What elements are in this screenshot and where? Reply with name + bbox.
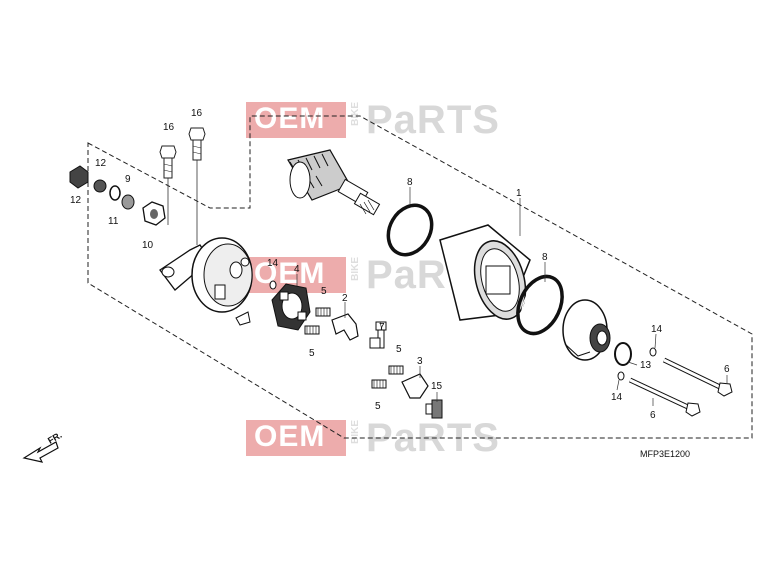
- brush-3: [401, 373, 429, 399]
- callout-12a: 12: [95, 158, 107, 169]
- front-indicator-label: FR.: [46, 430, 64, 446]
- callout-5a: 5: [321, 286, 327, 297]
- front-direction-arrow: FR.: [22, 430, 64, 463]
- spring-5b: [304, 325, 320, 335]
- o-ring-8-right: [516, 274, 564, 336]
- front-cover: [562, 299, 611, 361]
- callout-16b: 16: [191, 108, 203, 119]
- brush-2: [331, 313, 359, 341]
- nut-12-outer: [69, 165, 89, 189]
- callout-6b: 6: [650, 410, 656, 421]
- callout-6a: 6: [724, 364, 730, 375]
- callout-14c: 14: [611, 392, 623, 403]
- o-ring-13: [614, 342, 632, 366]
- armature: [287, 149, 381, 216]
- washer-9: [121, 194, 135, 210]
- spring-5c: [388, 365, 404, 375]
- long-bolt-6-upper: [662, 357, 733, 397]
- callout-14a: 14: [267, 258, 279, 269]
- o-ring-8-left-inner: [391, 208, 429, 252]
- watermark-oem: OEM: [254, 420, 326, 453]
- long-bolt-6-lower: [628, 377, 701, 417]
- washer-14-right-lower: [617, 371, 625, 381]
- callout-12b: 12: [70, 195, 82, 206]
- washer-11: [109, 185, 121, 201]
- watermark-parts: PaRTS: [366, 98, 500, 142]
- watermark-top: OEM BIKE PaRTS: [246, 98, 526, 142]
- callout-15: 15: [431, 381, 443, 392]
- leader-lines: [296, 187, 728, 406]
- spring-5a: [315, 307, 331, 317]
- watermark-oem: OEM: [254, 102, 326, 135]
- callout-5c: 5: [396, 344, 402, 355]
- diagram-code: MFP3E1200: [640, 449, 690, 459]
- bolt-16-left: [159, 145, 177, 179]
- bolt-16-right: [188, 127, 206, 161]
- washer-14-left: [269, 280, 277, 290]
- callout-8a: 8: [407, 177, 413, 188]
- spring-5d: [371, 379, 387, 389]
- callout-10: 10: [142, 240, 154, 251]
- o-ring-8-right-inner: [521, 279, 559, 331]
- o-ring-8-left: [386, 203, 434, 257]
- nut-12-inner: [93, 179, 107, 193]
- nut-10-hole: [150, 209, 158, 219]
- callout-16a: 16: [163, 122, 175, 133]
- brush-holder: [271, 283, 311, 331]
- assembly-boundary: [87, 115, 753, 439]
- callout-2: 2: [342, 293, 348, 304]
- callout-5d: 5: [375, 401, 381, 412]
- yoke-housing: [439, 224, 531, 321]
- callout-4: 4: [294, 264, 300, 275]
- bolt-15: [425, 399, 443, 419]
- callout-7: 7: [379, 322, 385, 333]
- callout-1: 1: [516, 188, 522, 199]
- washer-14-right-upper: [649, 347, 657, 357]
- callout-9: 9: [125, 174, 131, 185]
- rear-cover: [159, 237, 253, 313]
- callout-13: 13: [640, 360, 652, 371]
- callout-11: 11: [108, 216, 119, 227]
- callout-5b: 5: [309, 348, 315, 359]
- watermark-box: [246, 420, 346, 456]
- callout-3: 3: [417, 356, 423, 367]
- small-clip: [235, 311, 251, 326]
- callout-14b: 14: [651, 324, 663, 335]
- callout-8b: 8: [542, 252, 548, 263]
- watermark-box: [246, 102, 346, 138]
